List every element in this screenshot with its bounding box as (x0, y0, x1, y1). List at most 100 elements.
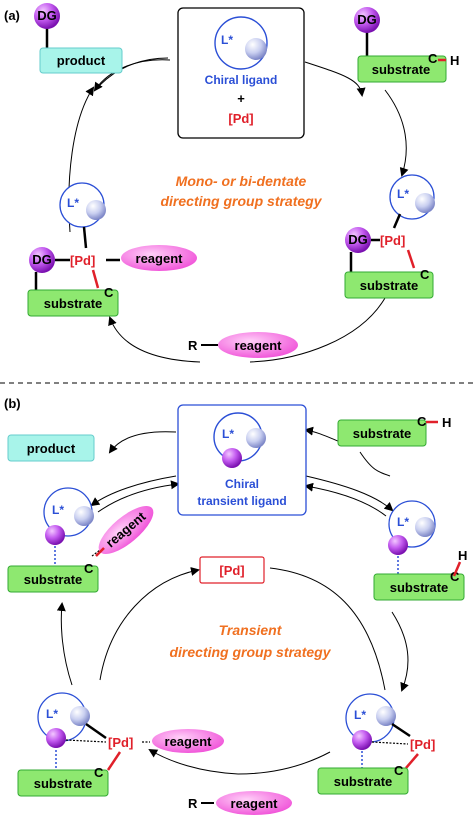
pd-label: [Pd] (108, 735, 133, 750)
pd-label: [Pd] (70, 253, 95, 268)
arrow-product-to-box (99, 57, 169, 86)
panel-b-bottom-reagent: R reagent (188, 791, 292, 815)
panel-a-strategy-line2: directing group strategy (160, 193, 322, 209)
reagent-label: reagent (165, 734, 213, 749)
arrow-lowerright-to-bottom (237, 751, 331, 775)
panel-b-lower-right-complex: L* [Pd] substrate C (317, 693, 435, 795)
ligand-label: L* (397, 515, 409, 529)
panel-a-center-box (177, 7, 305, 139)
substrate-box (317, 767, 409, 795)
panel-b-label: (b) (4, 396, 21, 411)
panel-b-lower-left-complex: L* [Pd] reagent substrate C (17, 692, 224, 797)
arrow-upperright-to-lowerright (391, 611, 409, 692)
carbon-label: C (94, 765, 104, 780)
dg-sphere (34, 3, 60, 29)
panel-a-bottom-reagent: R reagent (188, 332, 298, 358)
product-label: product (57, 53, 106, 68)
dg-label: DG (348, 232, 368, 247)
panel-a-right-complex: L* DG [Pd] substrate C (344, 174, 435, 299)
substrate-label: substrate (34, 776, 93, 791)
substrate-box (27, 289, 119, 317)
arrow-start-to-right (359, 451, 391, 477)
panel-b-start-substrate: substrate C H (337, 414, 451, 447)
chiral-text: Chiral (225, 477, 259, 491)
dg-sphere (345, 227, 371, 253)
panel-a-product: DG product (34, 3, 123, 74)
ligand-sphere (74, 506, 94, 526)
ligand-ring (214, 16, 268, 70)
substrate-label: substrate (353, 426, 412, 441)
ligand-label: L* (397, 187, 409, 201)
panel-b-product: product (7, 434, 95, 462)
ligand-label: L* (221, 33, 233, 47)
hydrogen-label: H (458, 548, 467, 563)
arrow-lowerleft-to-pd (99, 567, 200, 681)
carbon-label: C (428, 51, 438, 66)
dg-sphere (29, 247, 55, 273)
carbon-label: C (394, 763, 404, 778)
transient-ligand-text: transient ligand (197, 494, 286, 508)
carbon-label: C (104, 285, 114, 300)
carbon-label: C (417, 414, 427, 429)
ligand-sphere (70, 706, 90, 726)
reagent-label: reagent (136, 251, 184, 266)
carbon-label: C (84, 561, 94, 576)
ligand-sphere (245, 38, 267, 60)
ligand-sphere (415, 193, 435, 213)
substrate-label: substrate (334, 774, 393, 789)
arrow-box-to-product (108, 431, 177, 454)
carbon-label: C (420, 267, 430, 282)
ligand-label: L* (354, 708, 366, 722)
arrow-bottom-to-left (108, 316, 201, 363)
reagent-ellipse (121, 245, 197, 271)
arrow-bottom-to-lowerleft (148, 748, 239, 775)
panel-a-strategy-line1: Mono- or bi-dentate (176, 173, 307, 189)
reagent-ellipse (152, 729, 224, 753)
dg-label: DG (357, 12, 377, 27)
substrate-label: substrate (372, 62, 431, 77)
reagent-ellipse (218, 332, 298, 358)
substrate-box (337, 419, 427, 447)
transient-dg-sphere (222, 448, 242, 468)
ligand-label: L* (52, 503, 64, 517)
arrow-lowerleft-to-upperleft (56, 602, 73, 686)
plus-text: + (237, 91, 245, 106)
transient-dg-sphere (388, 535, 408, 555)
eq-arrow-box-to-upperleft-b (97, 480, 180, 513)
substrate-box (17, 769, 109, 797)
hydrogen-label: H (442, 415, 451, 430)
panel-b-strategy-line1: Transient (219, 622, 283, 638)
ligand-sphere (415, 517, 435, 537)
panel-b-pd-label: [Pd] (219, 563, 244, 578)
pd-label: [Pd] (380, 233, 405, 248)
hydrogen-label: H (450, 53, 459, 68)
substrate-label: substrate (360, 278, 419, 293)
reagent-label: reagent (231, 796, 279, 811)
eq-arrow-box-to-upperright-a (305, 475, 394, 512)
substrate-label: substrate (390, 580, 449, 595)
r-label: R (188, 338, 198, 353)
substrate-box (357, 55, 447, 83)
panel-a-start-substrate: DG substrate C H (354, 7, 459, 83)
ligand-sphere (246, 428, 266, 448)
reagent-ellipse (216, 791, 292, 815)
ligand-label: L* (67, 196, 79, 210)
transient-dg-sphere (46, 728, 66, 748)
product-box (39, 47, 123, 74)
panel-b-upper-right-complex: L* substrate C H (373, 500, 467, 601)
pd-text: [Pd] (228, 111, 253, 126)
eq-arrow-box-to-upperright-b (304, 482, 387, 517)
arrow-box-to-start (304, 61, 366, 97)
ligand-label: L* (222, 427, 234, 441)
product-box (7, 434, 95, 462)
arrow-pd-to-lowerright (269, 567, 386, 691)
panel-b-strategy-line2: directing group strategy (169, 644, 331, 660)
ligand-label: L* (46, 707, 58, 721)
product-label: product (27, 441, 76, 456)
panel-b-upper-left-complex: L* reagent substrate C (7, 487, 154, 593)
dg-label: DG (32, 252, 52, 267)
panel-b-pd-box (199, 556, 265, 584)
dg-label: DG (37, 8, 57, 23)
panel-b-cycle-arrows (56, 426, 409, 775)
